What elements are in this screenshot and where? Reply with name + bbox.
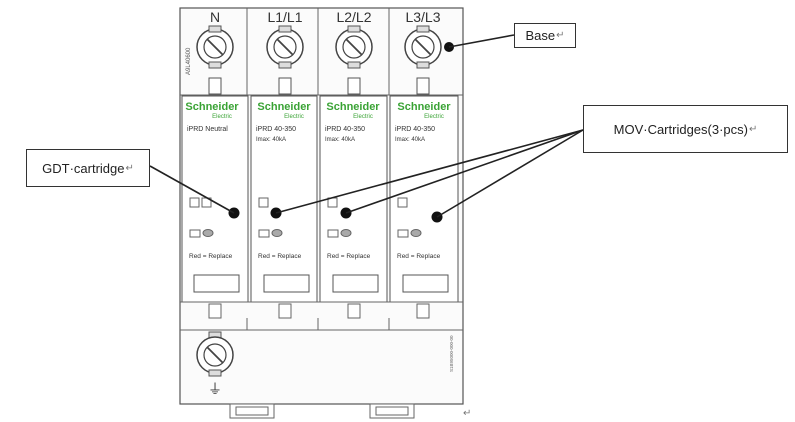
status-label: Red = Replace — [327, 253, 371, 260]
callout-gdt-cartridge: GDT·cartridge↵ — [26, 149, 150, 187]
status-label: Red = Replace — [258, 253, 302, 260]
brand-sub: Electric — [424, 114, 444, 120]
base-side-code: A9L40600 — [186, 47, 192, 75]
terminal-label-n: N — [210, 9, 220, 25]
module-rating: Imax: 40kA — [395, 137, 425, 143]
callout-mov-label: MOV·Cartridges(3·pcs) — [614, 122, 748, 137]
brand-sub: Electric — [212, 114, 232, 120]
module-rating: Imax: 40kA — [325, 137, 355, 143]
callout-gdt-label: GDT·cartridge — [42, 161, 124, 176]
brand-name: Schneider — [326, 101, 380, 113]
paragraph-mark: ↵ — [463, 408, 471, 419]
din-rail-clip — [230, 404, 274, 418]
paragraph-mark: ↵ — [749, 124, 757, 135]
terminal-label-l2: L2/L2 — [336, 9, 371, 25]
footer-side-code: S1B95000-000-00 — [449, 335, 454, 372]
module-model: iPRD 40-350 — [325, 126, 365, 133]
terminal-label-l1: L1/L1 — [267, 9, 302, 25]
status-label: Red = Replace — [189, 253, 233, 260]
paragraph-mark: ↵ — [556, 30, 564, 41]
brand-name: Schneider — [397, 101, 451, 113]
paragraph-mark: ↵ — [125, 163, 133, 174]
module-rating: Imax: 40kA — [256, 137, 286, 143]
callout-base-label: Base — [525, 28, 555, 43]
brand-name: Schneider — [185, 101, 239, 113]
module-model: iPRD 40-350 — [256, 126, 296, 133]
module-model: iPRD 40-350 — [395, 126, 435, 133]
brand-sub: Electric — [284, 114, 304, 120]
module-model: iPRD Neutral — [187, 126, 228, 133]
brand-name: Schneider — [257, 101, 311, 113]
din-rail-clip — [370, 404, 414, 418]
status-label: Red = Replace — [397, 253, 441, 260]
brand-sub: Electric — [353, 114, 373, 120]
terminal-label-l3: L3/L3 — [405, 9, 440, 25]
ground-symbol: ⏚ — [208, 381, 222, 397]
callout-mov-cartridges: MOV·Cartridges(3·pcs)↵ — [583, 105, 788, 153]
callout-base: Base↵ — [514, 23, 576, 48]
